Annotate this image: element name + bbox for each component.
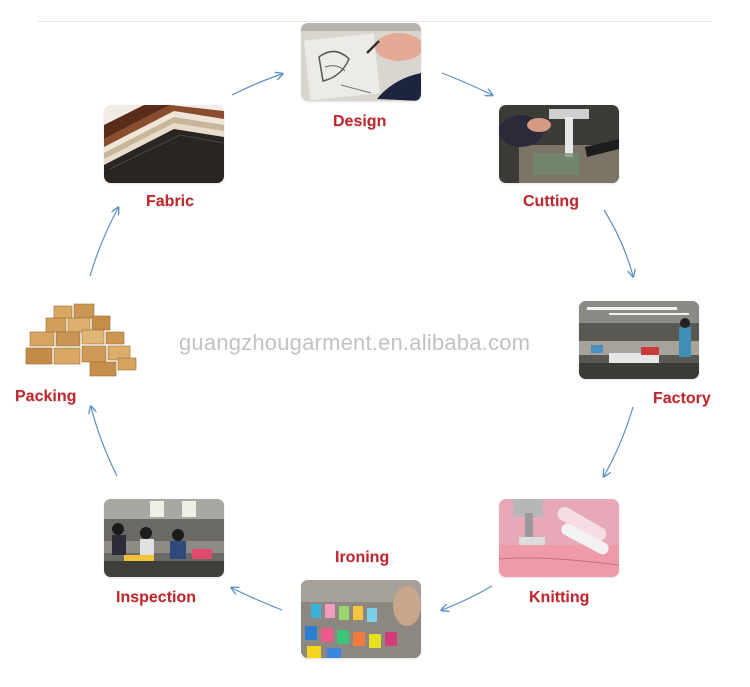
sewing-machine-icon: [499, 499, 619, 577]
inspection-workers-icon: [104, 499, 224, 577]
design-label: Design: [333, 113, 387, 130]
fabric-label: Fabric: [146, 193, 195, 210]
cutting-label: Cutting: [523, 193, 579, 210]
top-divider: [38, 21, 712, 22]
fabric-stack-icon: [104, 105, 224, 183]
factory-floor-icon: [579, 301, 699, 379]
inspection-image: [104, 499, 224, 577]
cutting-machine-icon: [499, 105, 619, 183]
ironing-label: Ironing: [335, 549, 390, 566]
arrow-knitting-to-ironing: [442, 585, 493, 610]
arrow-packing-to-fabric: [89, 208, 118, 277]
arrow-fabric-to-design: [231, 74, 282, 96]
sketch-drawing-icon: [301, 23, 421, 101]
watermark-text: guangzhougarment.en.alibaba.com: [179, 330, 531, 355]
factory-label: Factory: [653, 390, 711, 407]
knitting-image: [499, 499, 619, 577]
packing-image: [20, 300, 138, 380]
colorful-fabric-swatches-icon: [301, 580, 421, 658]
arrow-design-to-cutting: [441, 72, 492, 95]
factory-image: [579, 301, 699, 379]
arrow-ironing-to-inspection: [232, 588, 283, 611]
packing-label: Packing: [15, 388, 77, 405]
arrow-cutting-to-factory: [603, 209, 633, 276]
knitting-label: Knitting: [529, 589, 590, 606]
ironing-image: [301, 580, 421, 658]
fabric-image: [104, 105, 224, 183]
cutting-image: [499, 105, 619, 183]
cardboard-boxes-icon: [25, 303, 137, 377]
arrow-inspection-to-packing: [91, 407, 118, 477]
design-image: [301, 23, 421, 101]
inspection-label: Inspection: [116, 589, 197, 606]
arrow-factory-to-knitting: [604, 406, 634, 476]
